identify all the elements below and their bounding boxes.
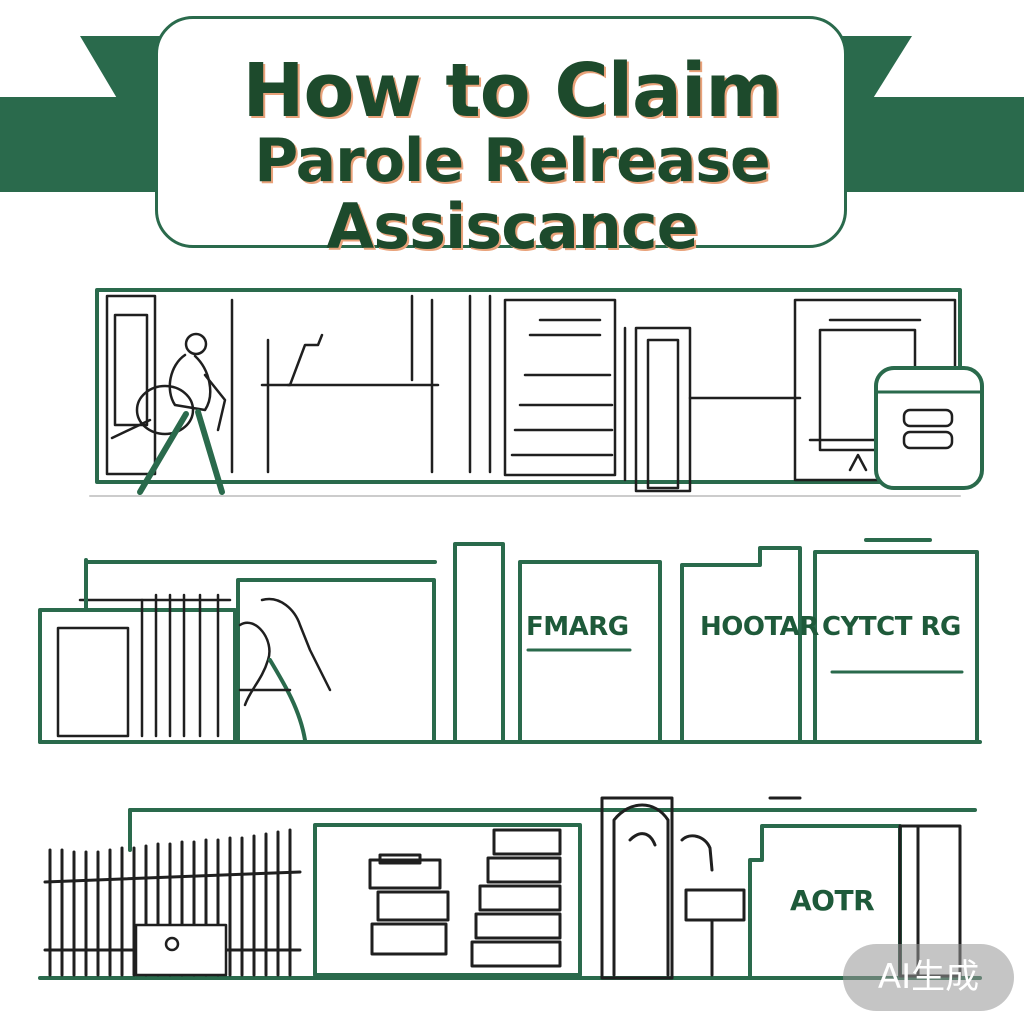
ai-generated-watermark: AI生成 xyxy=(843,944,1014,1011)
sign-cytct-rg: CYTCT RG xyxy=(822,612,961,642)
sign-fmarg: FMARG xyxy=(526,612,629,642)
banner-band-left xyxy=(0,97,160,192)
title-plate xyxy=(155,16,847,248)
hallway-scene xyxy=(89,288,984,497)
banner-band-right xyxy=(842,97,1024,192)
office-scene xyxy=(38,538,982,744)
sign-hootar: HOOTAR xyxy=(700,612,819,642)
gate-scene xyxy=(38,796,982,980)
title-line-2: Parole Relrease xyxy=(254,126,770,196)
title-line-1: How to Claim xyxy=(242,48,783,134)
title-line-3: Assiscance xyxy=(326,190,698,263)
sign-aotr: AOTR xyxy=(790,884,875,917)
